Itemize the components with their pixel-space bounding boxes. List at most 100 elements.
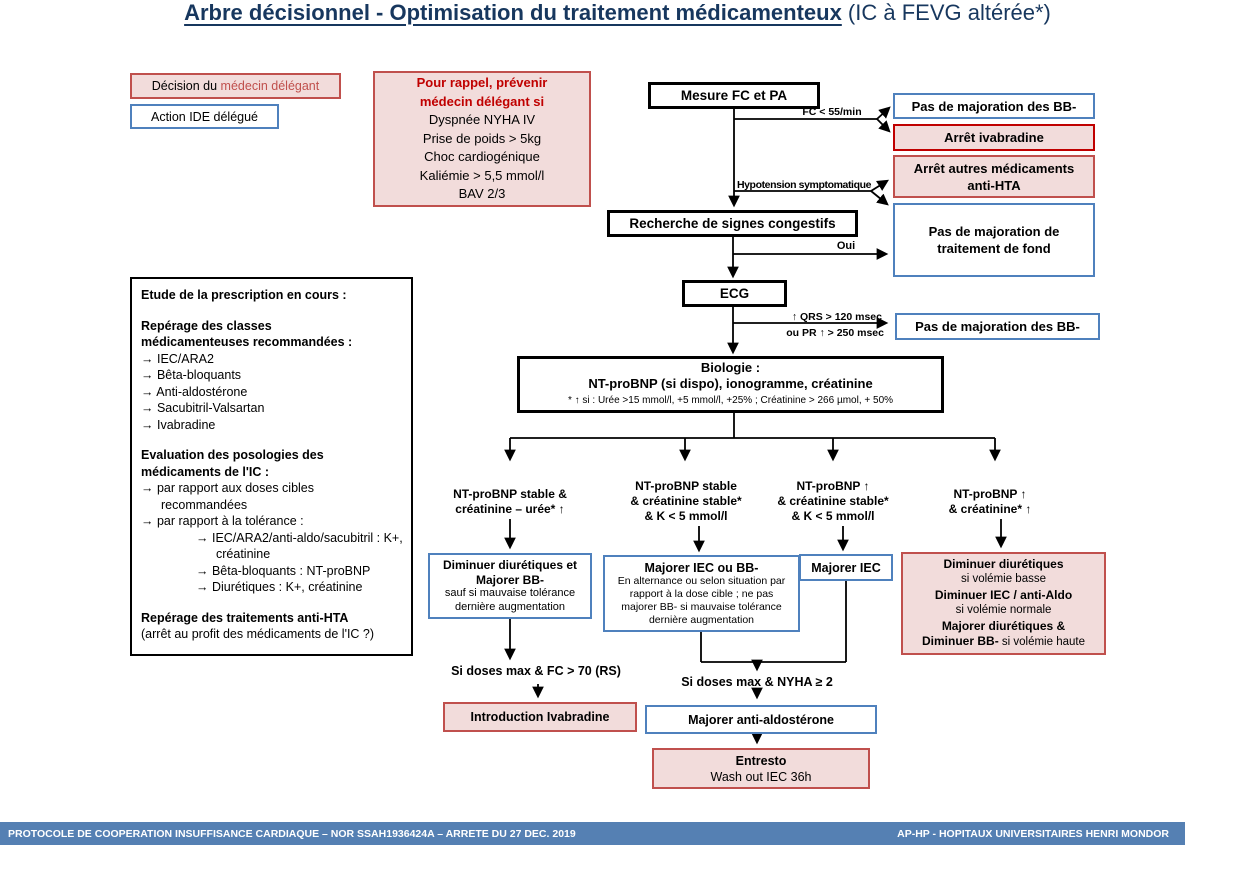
- introduction-ivabradine-label: Introduction Ivabradine: [470, 710, 610, 724]
- legend-decision-label: Décision du médecin délégant: [152, 79, 319, 93]
- study-reperage-heading: Repérage des classes médicamenteuses rec…: [141, 318, 353, 350]
- action-4-line: Diminuer IEC / anti-Aldo: [934, 587, 1073, 602]
- reminder-item: Choc cardiogénique: [424, 149, 540, 165]
- reminder-item: Kaliémie > 5,5 mmol/l: [419, 167, 545, 183]
- branch-label-line: & K < 5 mmol/l: [791, 509, 875, 523]
- node-ecg-label: ECG: [719, 286, 750, 301]
- branch-label-line: & créatinine stable*: [777, 494, 889, 508]
- study-class-item: → Bêta-bloquants: [141, 368, 242, 382]
- study-eval-item: → par rapport aux doses cibles recommand…: [141, 481, 315, 512]
- action-4-line: Diminuer BB- si volémie haute: [922, 634, 1085, 651]
- outcome-no-majoration-fond: Pas de majoration de traitement de fond: [893, 203, 1095, 277]
- action-1-note: sauf si mauvaise tolérance dernière augm…: [444, 587, 576, 613]
- outcome-no-majoration-bb-1: Pas de majoration des BB-: [893, 93, 1095, 119]
- action-4-line: si volémie basse: [960, 573, 1046, 585]
- action-1-main: Diminuer diurétiques et Majorer BB-: [442, 558, 578, 587]
- outcome-label: Pas de majoration des BB-: [911, 98, 1077, 114]
- action-box-4: Diminuer diurétiques si volémie basse Di…: [901, 552, 1106, 655]
- action-4-line: si volémie normale: [955, 604, 1052, 616]
- study-class-item: → Sacubitril-Valsartan: [141, 401, 265, 415]
- majorer-anti-aldosterone-label: Majorer anti-aldostérone: [688, 712, 834, 727]
- outcome-label: Pas de majoration de traitement de fond: [928, 224, 1060, 256]
- box-entresto: Entresto Wash out IEC 36h: [652, 748, 870, 789]
- outcome-label: Arrêt autres médicaments anti-HTA: [913, 160, 1075, 193]
- node-mesure-fc-pa: Mesure FC et PA: [648, 82, 820, 109]
- study-tolerance-item: → IEC/ARA2/anti-aldo/sacubitril : K+, cr…: [196, 530, 403, 562]
- branch-label-line: NT-proBNP stable: [635, 479, 737, 493]
- reminder-item: Prise de poids > 5kg: [422, 130, 542, 146]
- study-class-item: → IEC/ARA2: [141, 351, 214, 366]
- branch-label-line: & créatinine stable*: [630, 494, 742, 508]
- entresto-note: Wash out IEC 36h: [710, 769, 812, 784]
- action-3-main: Majorer IEC: [811, 560, 881, 575]
- node-ecg: ECG: [682, 280, 787, 307]
- edge-label-qrs: ↑ QRS > 120 msec: [791, 311, 882, 323]
- footer-left-text: PROTOCOLE DE COOPERATION INSUFFISANCE CA…: [8, 827, 576, 840]
- branch-label-line: NT-proBNP ↑: [796, 479, 870, 493]
- legend-decision-prefix: Décision du: [151, 79, 221, 93]
- action-4-line-bold: Diminuer BB-: [922, 634, 999, 648]
- branch-label-line: & K < 5 mmol/l: [644, 509, 728, 523]
- action-2-main: Majorer IEC ou BB-: [644, 560, 759, 575]
- edge-label-oui: Oui: [836, 240, 856, 252]
- study-hta-heading: Repérage des traitements anti-HTA: [141, 610, 349, 625]
- node-biologie-note: * ↑ si : Urée >15 mmol/l, +5 mmol/l, +25…: [567, 395, 894, 406]
- edge-label-pr: ou PR ↑ > 250 msec: [786, 327, 884, 339]
- footer-bar: PROTOCOLE DE COOPERATION INSUFFISANCE CA…: [0, 822, 1185, 845]
- condition-doses-nyha: Si doses max & NYHA ≥ 2: [681, 675, 833, 689]
- study-box: Etude de la prescription en cours : Repé…: [130, 277, 413, 656]
- entresto-title: Entresto: [735, 753, 787, 768]
- node-recherche-label: Recherche de signes congestifs: [629, 216, 836, 231]
- branch-label-1: NT-proBNP stable & créatinine – urée* ↑: [435, 487, 585, 517]
- edge-label-hypotension: Hypotension symptomatique: [736, 179, 872, 191]
- outcome-label: Pas de majoration des BB-: [915, 319, 1080, 334]
- branch-label-3: NT-proBNP ↑ & créatinine stable* & K < 5…: [758, 479, 908, 524]
- outcome-label: Arrêt ivabradine: [944, 130, 1044, 145]
- study-class-item: → Anti-aldostérone: [141, 384, 248, 399]
- reminder-box: Pour rappel, prévenir médecin délégant s…: [373, 71, 591, 207]
- edge-label-fc: FC < 55/min: [802, 106, 862, 118]
- action-box-2: Majorer IEC ou BB- En alternance ou selo…: [603, 555, 800, 632]
- action-box-3: Majorer IEC: [799, 554, 893, 581]
- page-title-suffix: (IC à FEVG altérée*): [841, 0, 1051, 25]
- legend-decision-highlight: médecin délégant: [220, 79, 320, 93]
- action-4-line-note: si volémie haute: [998, 636, 1085, 648]
- reminder-item: BAV 2/3: [458, 186, 506, 202]
- condition-doses-fc: Si doses max & FC > 70 (RS): [451, 664, 621, 678]
- reminder-title-line1: Pour rappel, prévenir: [416, 75, 548, 91]
- branch-label-line: créatinine – urée* ↑: [455, 502, 565, 516]
- node-biologie: Biologie : NT-proBNP (si dispo), ionogra…: [517, 356, 944, 413]
- action-4-line: Diminuer diurétiques: [943, 556, 1064, 571]
- study-eval-item: → par rapport à la tolérance :: [141, 514, 304, 528]
- study-class-item: → Ivabradine: [141, 417, 216, 432]
- action-4-line: Majorer diurétiques &: [941, 618, 1066, 633]
- node-mesure-label: Mesure FC et PA: [680, 88, 788, 103]
- box-majorer-anti-aldosterone: Majorer anti-aldostérone: [645, 705, 877, 734]
- branch-label-line: NT-proBNP stable &: [453, 487, 567, 501]
- outcome-no-majoration-bb-2: Pas de majoration des BB-: [895, 313, 1100, 340]
- action-box-1: Diminuer diurétiques et Majorer BB- sauf…: [428, 553, 592, 619]
- box-introduction-ivabradine: Introduction Ivabradine: [443, 702, 637, 732]
- reminder-item: Dyspnée NYHA IV: [428, 112, 536, 128]
- node-biologie-line2: NT-proBNP (si dispo), ionogramme, créati…: [588, 376, 873, 391]
- reminder-title-line2: médecin délégant si: [419, 93, 545, 109]
- legend-action-box: Action IDE délégué: [130, 104, 279, 129]
- footer-right-text: AP-HP - HOPITAUX UNIVERSITAIRES HENRI MO…: [897, 827, 1169, 840]
- study-tolerance-item: → Diurétiques : K+, créatinine: [196, 580, 363, 594]
- branch-label-line: NT-proBNP ↑: [953, 487, 1027, 501]
- study-evaluation-heading: Evaluation des posologies des médicament…: [141, 448, 324, 479]
- node-biologie-title: Biologie :: [700, 360, 761, 375]
- legend-decision-box: Décision du médecin délégant: [130, 73, 341, 99]
- study-heading: Etude de la prescription en cours :: [141, 288, 347, 302]
- branch-label-2: NT-proBNP stable & créatinine stable* & …: [611, 479, 761, 524]
- study-tolerance-item: → Bêta-bloquants : NT-proBNP: [196, 563, 371, 578]
- node-recherche-congestifs: Recherche de signes congestifs: [607, 210, 858, 237]
- page-title-main: Arbre décisionnel - Optimisation du trai…: [184, 0, 842, 25]
- legend-action-label: Action IDE délégué: [150, 109, 258, 124]
- page-title: Arbre décisionnel - Optimisation du trai…: [0, 0, 1235, 26]
- outcome-arret-ivabradine: Arrêt ivabradine: [893, 124, 1095, 151]
- study-hta-note: (arrêt au profit des médicaments de l'IC…: [141, 627, 375, 641]
- action-2-note: En alternance ou selon situation par rap…: [617, 574, 786, 626]
- outcome-arret-anti-hta: Arrêt autres médicaments anti-HTA: [893, 155, 1095, 198]
